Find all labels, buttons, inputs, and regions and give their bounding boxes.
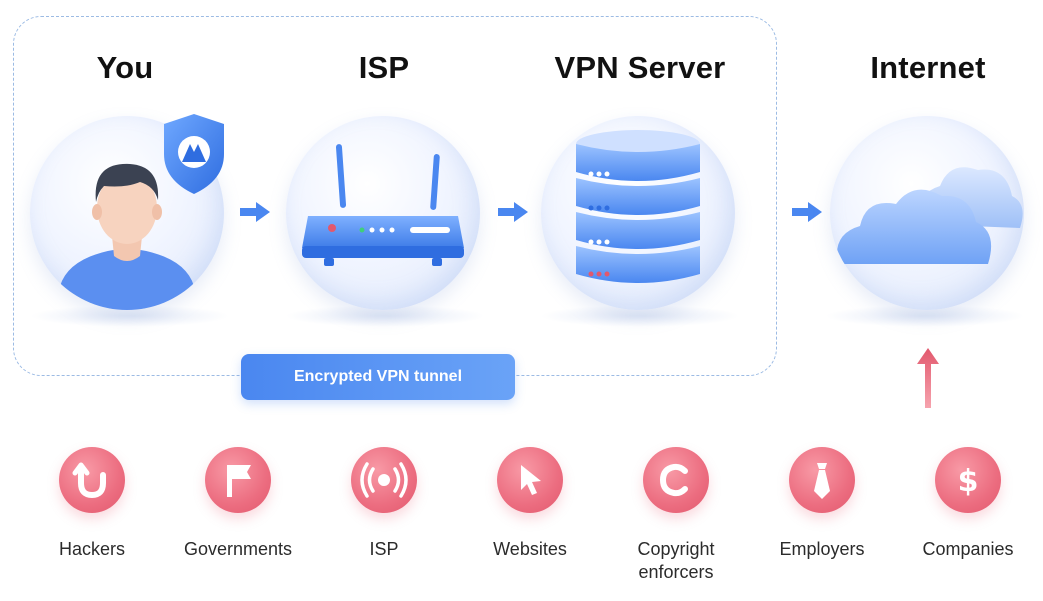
node-internet [830,116,1024,310]
threat-employers [789,447,855,513]
node-vpn-server [541,116,735,310]
shadow [540,305,740,327]
router-icon [302,144,464,266]
threat-label-employers: Employers [779,539,865,559]
tie-icon [814,463,830,499]
arrow-up-icon [917,348,939,408]
arrow-right-icon [792,202,822,222]
threat-label-hackers: Hackers [58,539,125,559]
hook-icon [72,462,106,499]
shadow [825,305,1025,327]
threat-label-companies: Companies [922,539,1014,559]
broadcast-icon [360,462,408,498]
arrow-right-icon [240,202,270,222]
shield-icon [164,114,224,194]
threat-copyright-enforcers [643,447,709,513]
flag-icon [227,465,251,497]
shadow [30,305,230,327]
threat-isp [351,447,417,513]
threat-label-websites: Websites [493,539,567,559]
node-isp [286,116,480,310]
node-title-isp: ISP [358,50,410,85]
dollar-icon: $ [958,464,979,499]
cloud-icon [836,167,1023,264]
threat-label-isp: ISP [369,539,399,559]
arrow-right-icon [498,202,528,222]
threat-websites [497,447,563,513]
threat-label-copyright-enforcers: Copyright enforcers [637,539,715,582]
node-title-internet: Internet [870,50,986,85]
encrypted-tunnel-badge: Encrypted VPN tunnel [241,354,515,400]
threat-hackers [59,447,125,513]
node-title-you: You [96,50,154,85]
user-icon [60,163,194,310]
svg-text:$: $ [958,464,979,499]
copyright-icon [659,463,688,497]
node-title-vpn: VPN Server [554,50,726,85]
threat-companies: $ [935,447,1001,513]
server-icon [576,130,700,283]
threat-label-governments: Governments [183,539,293,559]
shadow [285,305,485,327]
threat-governments [205,447,271,513]
cursor-icon [521,465,541,495]
